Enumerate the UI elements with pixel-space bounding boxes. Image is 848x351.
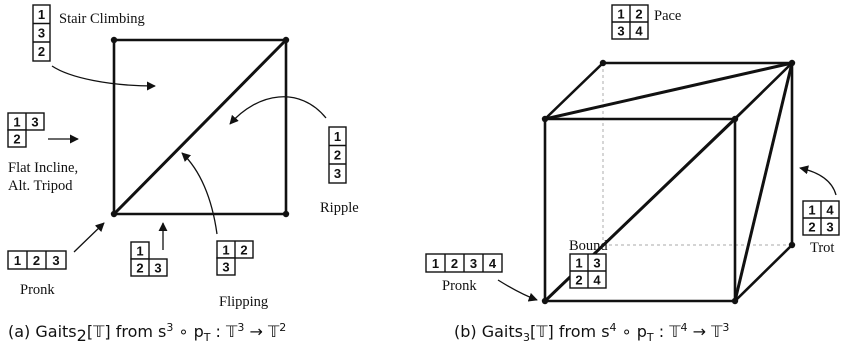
- label-pronk-a: Pronk: [20, 282, 55, 298]
- cell: 3: [38, 26, 45, 41]
- tableau-pace: 1 2 3 4: [611, 4, 649, 40]
- label-alt-tripod: Alt. Tripod: [8, 178, 73, 194]
- tableau-bound: 1 3 2 4: [569, 253, 607, 289]
- tableau-ripple: 1 2 3: [328, 126, 347, 184]
- arrow-pronk-a: [73, 222, 105, 253]
- cell: 1: [432, 256, 439, 271]
- cell: 1: [617, 7, 624, 22]
- cell: 2: [13, 132, 20, 147]
- panel-b: 1 2 3 4 Pace Bound 1 3 2 4 1 4 2 3 Trot: [425, 4, 840, 344]
- caption-a: (a) Gaits2[𝕋] from s3 ∘ pT : 𝕋3 → 𝕋2: [8, 321, 286, 345]
- arrow-flipping: [181, 152, 218, 235]
- cube-vertices: [541, 59, 796, 305]
- cell: 4: [826, 203, 834, 218]
- arrow-stair-climbing: [51, 65, 156, 91]
- tableau-trot: 1 4 2 3: [802, 200, 840, 236]
- cell: 3: [593, 256, 600, 271]
- cell: 3: [826, 220, 833, 235]
- caption-b: (b) Gaits3[𝕋] from s4 ∘ pT : 𝕋4 → 𝕋3: [454, 321, 729, 344]
- cell: 2: [136, 261, 143, 276]
- cell: 4: [593, 273, 601, 288]
- cell: 3: [154, 261, 161, 276]
- cell: 1: [14, 253, 21, 268]
- cell: 1: [13, 115, 20, 130]
- cell: 3: [334, 166, 341, 181]
- tableau-flat-incline: 1 3 2: [7, 112, 45, 148]
- cell: 3: [31, 115, 38, 130]
- cell: 2: [334, 148, 341, 163]
- cell: 3: [470, 256, 477, 271]
- label-trot: Trot: [810, 240, 834, 256]
- panel-a: 1 3 2 Stair Climbing 1 3 2 Flat Incline,…: [7, 4, 359, 345]
- label-flat-incline: Flat Incline,: [8, 160, 78, 176]
- cell: 1: [334, 129, 341, 144]
- cell: 2: [33, 253, 40, 268]
- arrow-pronk-b: [497, 279, 538, 302]
- label-ripple: Ripple: [320, 200, 359, 216]
- label-pace: Pace: [654, 8, 681, 24]
- cube-edges: [543, 61, 794, 303]
- cell: 2: [575, 273, 582, 288]
- torus-square: [112, 38, 288, 216]
- cell: 2: [38, 44, 45, 59]
- label-pronk-b: Pronk: [442, 278, 477, 294]
- cell: 1: [38, 7, 45, 22]
- cell: 4: [489, 256, 497, 271]
- tableau-flipping: 1 2 3: [216, 240, 254, 276]
- label-stair-climbing: Stair Climbing: [59, 11, 145, 27]
- tableau-bottom: 1 2 3: [130, 241, 168, 277]
- cell: 3: [617, 24, 624, 39]
- cell: 4: [635, 24, 643, 39]
- cell: 2: [240, 243, 247, 258]
- cell: 2: [808, 220, 815, 235]
- arrow-ripple: [229, 96, 327, 125]
- label-bound: Bound: [569, 238, 608, 254]
- cell: 3: [52, 253, 59, 268]
- cell: 3: [222, 260, 229, 275]
- cell: 2: [451, 256, 458, 271]
- label-flipping: Flipping: [219, 294, 268, 310]
- cell: 2: [635, 7, 642, 22]
- tableau-stair-climbing: 1 3 2: [32, 4, 51, 62]
- square-vertices: [110, 36, 290, 218]
- cell: 1: [808, 203, 815, 218]
- cell: 1: [575, 256, 582, 271]
- cell: 1: [136, 244, 143, 259]
- tableau-pronk-b: 1 2 3 4: [425, 253, 503, 273]
- arrow-trot: [799, 165, 837, 196]
- tableau-pronk-a: 1 2 3: [7, 250, 67, 270]
- cell: 1: [222, 243, 229, 258]
